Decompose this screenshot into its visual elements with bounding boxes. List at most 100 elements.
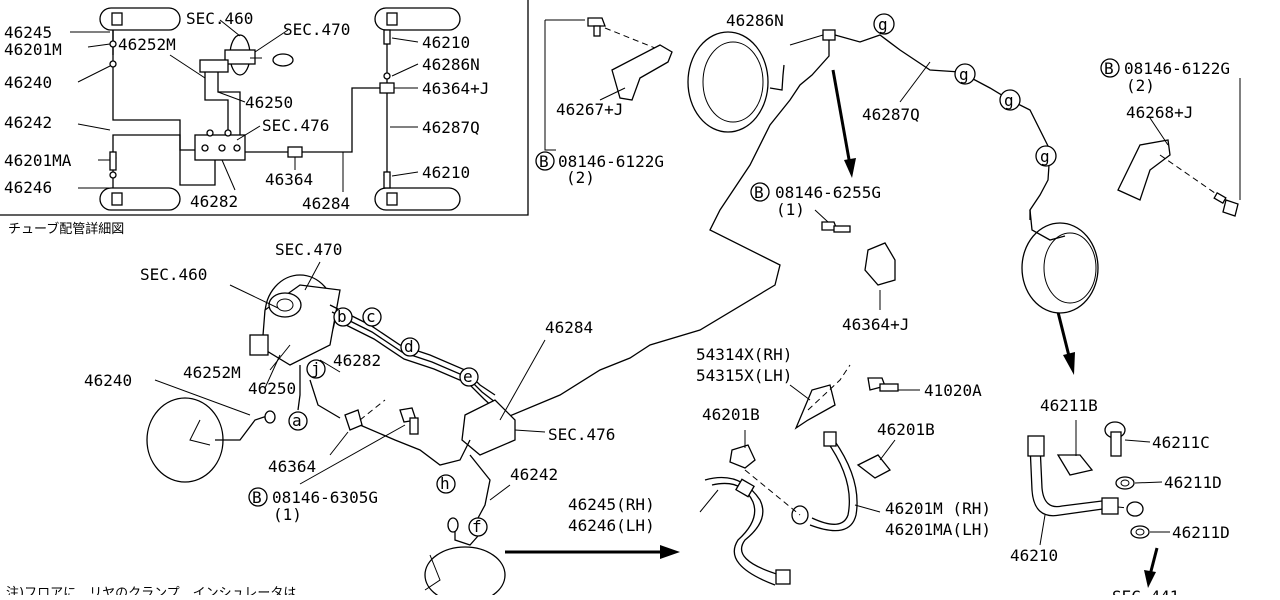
washer-46211D-bottom — [1130, 525, 1150, 539]
callout-b: b — [333, 307, 353, 327]
inset-label-46242: 46242 — [4, 113, 52, 132]
label-46211B: 46211B — [1040, 396, 1098, 415]
svg-text:e: e — [463, 367, 473, 386]
label-qty-right: (2) — [1126, 76, 1155, 95]
inset-label-sec460: SEC.460 — [186, 9, 253, 28]
inset-label-46240: 46240 — [4, 73, 52, 92]
label-46211D-top: 46211D — [1164, 473, 1222, 492]
arrow-to-sec441 — [1148, 547, 1159, 576]
rotor-rear-left — [424, 546, 506, 600]
label-qty-6305G: (1) — [273, 505, 302, 524]
inset-caption: チューブ配管詳細図 — [8, 221, 124, 237]
bracket-54314X — [794, 384, 836, 430]
hose-46210 — [1027, 435, 1119, 517]
inset-label-46286N: 46286N — [422, 55, 480, 74]
wheel-front-left — [99, 7, 181, 31]
label-46287Q: 46287Q — [862, 105, 920, 124]
clip-46201B-right — [856, 454, 891, 479]
svg-text:B: B — [754, 183, 764, 202]
label-08146-6255G: 08146-6255G — [775, 183, 881, 202]
label-46201MA-LH: 46201MA(LH) — [885, 520, 991, 539]
hose-46245-46246 — [704, 476, 791, 586]
svg-text:B: B — [252, 488, 262, 507]
callout-e: e — [459, 367, 479, 387]
svg-text:f: f — [472, 517, 482, 536]
rotor-rear-right — [1021, 222, 1099, 314]
bolt-symbol-4: B — [248, 487, 268, 507]
callout-f: f — [468, 517, 488, 537]
svg-text:g: g — [959, 65, 969, 84]
bolt-08146-6122G-right — [1213, 192, 1239, 217]
label-46267J: 46267+J — [556, 100, 623, 119]
label-08146-6305G: 08146-6305G — [272, 488, 378, 507]
callout-c: c — [362, 307, 382, 327]
brake-booster — [249, 274, 341, 366]
svg-text:g: g — [1004, 91, 1014, 110]
label-08146-6122G-left: 08146-6122G — [558, 152, 664, 171]
callout-d: d — [400, 337, 420, 357]
label-46240: 46240 — [84, 371, 132, 390]
bracket-46267J — [611, 44, 673, 101]
wheel-rear-right — [374, 187, 461, 211]
washer-46211D-top — [1115, 476, 1135, 490]
inset-label-sec476: SEC.476 — [262, 116, 329, 135]
bolt-symbol-1: B — [535, 151, 555, 171]
inset-label-46282: 46282 — [190, 192, 238, 211]
callout-g4: g — [1035, 145, 1057, 167]
bolt-46211C — [1104, 421, 1126, 457]
label-46245RH: 46245(RH) — [568, 495, 655, 514]
joint-46364 — [344, 409, 363, 431]
wheel-front-right — [374, 7, 461, 31]
inset-label-46250: 46250 — [245, 93, 293, 112]
label-46242: 46242 — [510, 465, 558, 484]
label-46282: 46282 — [333, 351, 381, 370]
rotor-front-left — [146, 397, 224, 483]
inset-label-sec470: SEC.470 — [283, 20, 350, 39]
wheel-rear-left — [99, 187, 181, 211]
bolt-symbol-3: B — [750, 182, 770, 202]
label-41020A: 41020A — [924, 381, 982, 400]
main-diagram: g g g g — [6, 11, 1241, 600]
label-qty-6255G: (1) — [776, 200, 805, 219]
inset-detail: チューブ配管詳細図 — [0, 0, 529, 237]
label-46201B-left: 46201B — [702, 405, 760, 424]
label-46284: 46284 — [545, 318, 593, 337]
label-46246LH: 46246(LH) — [568, 516, 655, 535]
label-46210: 46210 — [1010, 546, 1058, 565]
label-46211D-bottom: 46211D — [1172, 523, 1230, 542]
inset-label-46210-top: 46210 — [422, 33, 470, 52]
bracket-46268J — [1117, 139, 1171, 201]
label-qty-left: (2) — [566, 168, 595, 187]
bolt-symbol-2: B — [1100, 58, 1120, 78]
bolt-08146-6122G-left — [587, 17, 606, 37]
bolt-08146-6305G — [399, 407, 419, 435]
label-46268J: 46268+J — [1126, 103, 1193, 122]
arrow-to-46364J — [831, 69, 852, 166]
inset-label-46201M: 46201M — [4, 40, 62, 59]
label-46364: 46364 — [268, 457, 316, 476]
rotor-front-right — [687, 31, 769, 133]
footnote: 注)フロアに…リヤのクランプ…インシュレータは… — [6, 586, 309, 595]
inset-label-46246: 46246 — [4, 178, 52, 197]
svg-text:B: B — [1104, 59, 1114, 78]
inset-label-46364J: 46364+J — [422, 79, 489, 98]
bolt-41020A — [867, 377, 899, 392]
callout-h: h — [436, 474, 456, 494]
label-sec470: SEC.470 — [275, 240, 342, 259]
clip-46201B-left — [729, 444, 756, 469]
label-sec460: SEC.460 — [140, 265, 207, 284]
label-sec476: SEC.476 — [548, 425, 615, 444]
label-46201B-right: 46201B — [877, 420, 935, 439]
callout-g3: g — [999, 89, 1021, 111]
callout-j: j — [306, 359, 326, 379]
label-54314X: 54314X(RH) — [696, 345, 792, 364]
label-46201M-RH: 46201M (RH) — [885, 499, 991, 518]
svg-text:j: j — [311, 359, 321, 378]
inset-label-46364: 46364 — [265, 170, 313, 189]
svg-text:g: g — [878, 15, 888, 34]
label-46252M: 46252M — [183, 363, 241, 382]
inset-label-46201MA: 46201MA — [4, 151, 72, 170]
label-46364J: 46364+J — [842, 315, 909, 334]
